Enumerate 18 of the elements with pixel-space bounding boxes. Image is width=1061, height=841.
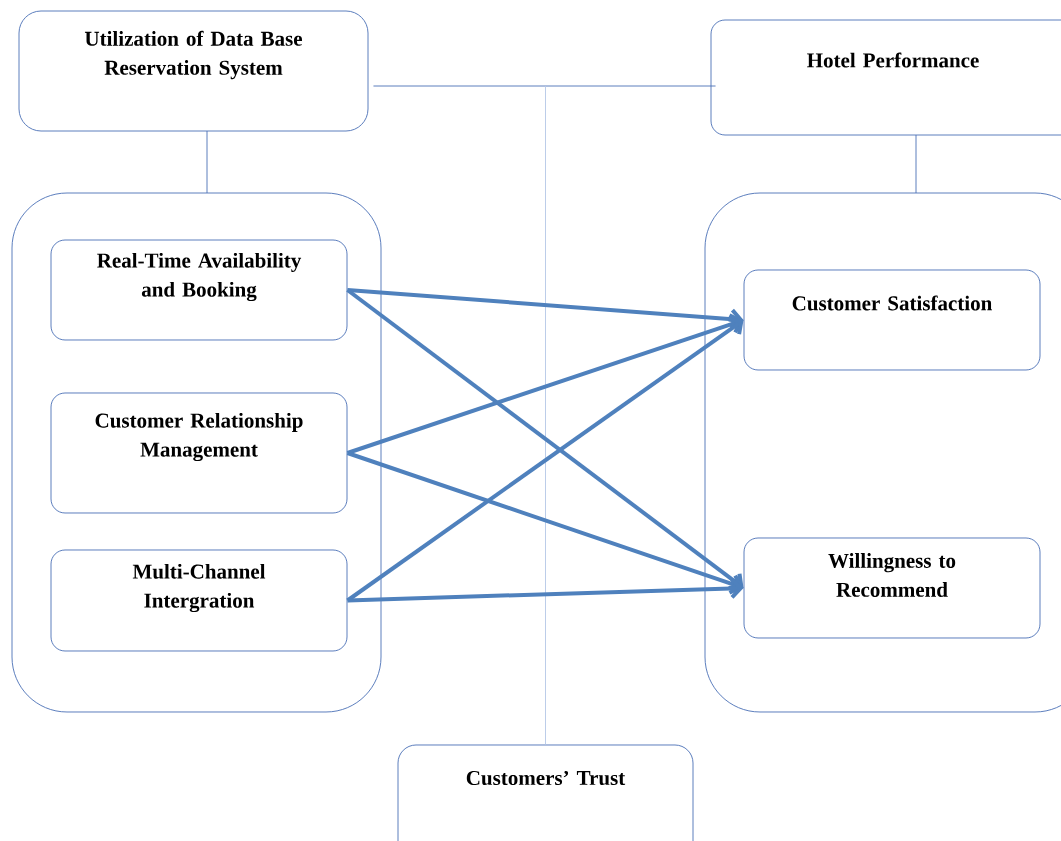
arrow <box>347 577 744 603</box>
rounded-box: Multi-Channel Intergration <box>50 549 348 652</box>
connector-line <box>206 130 208 194</box>
rounded-box: Customer Satisfaction <box>743 269 1041 371</box>
group-box <box>11 192 382 713</box>
connector-line <box>373 85 716 87</box>
arrow <box>346 451 744 595</box>
rounded-box: Utilization of Data Base Reservation System <box>18 10 369 132</box>
rounded-box: Customers’ Trust <box>397 744 694 841</box>
rounded-box: Real-Time Availability and Booking <box>50 239 348 341</box>
group-box <box>704 192 1061 713</box>
rounded-box: Hotel Performance <box>710 19 1061 136</box>
rounded-box: Willingness to Recommend <box>743 537 1041 639</box>
connector-line <box>915 134 917 194</box>
arrow <box>347 288 744 330</box>
connector-line <box>545 85 546 745</box>
rounded-box: Customer Relationship Management <box>50 392 348 514</box>
arrow <box>346 313 744 455</box>
